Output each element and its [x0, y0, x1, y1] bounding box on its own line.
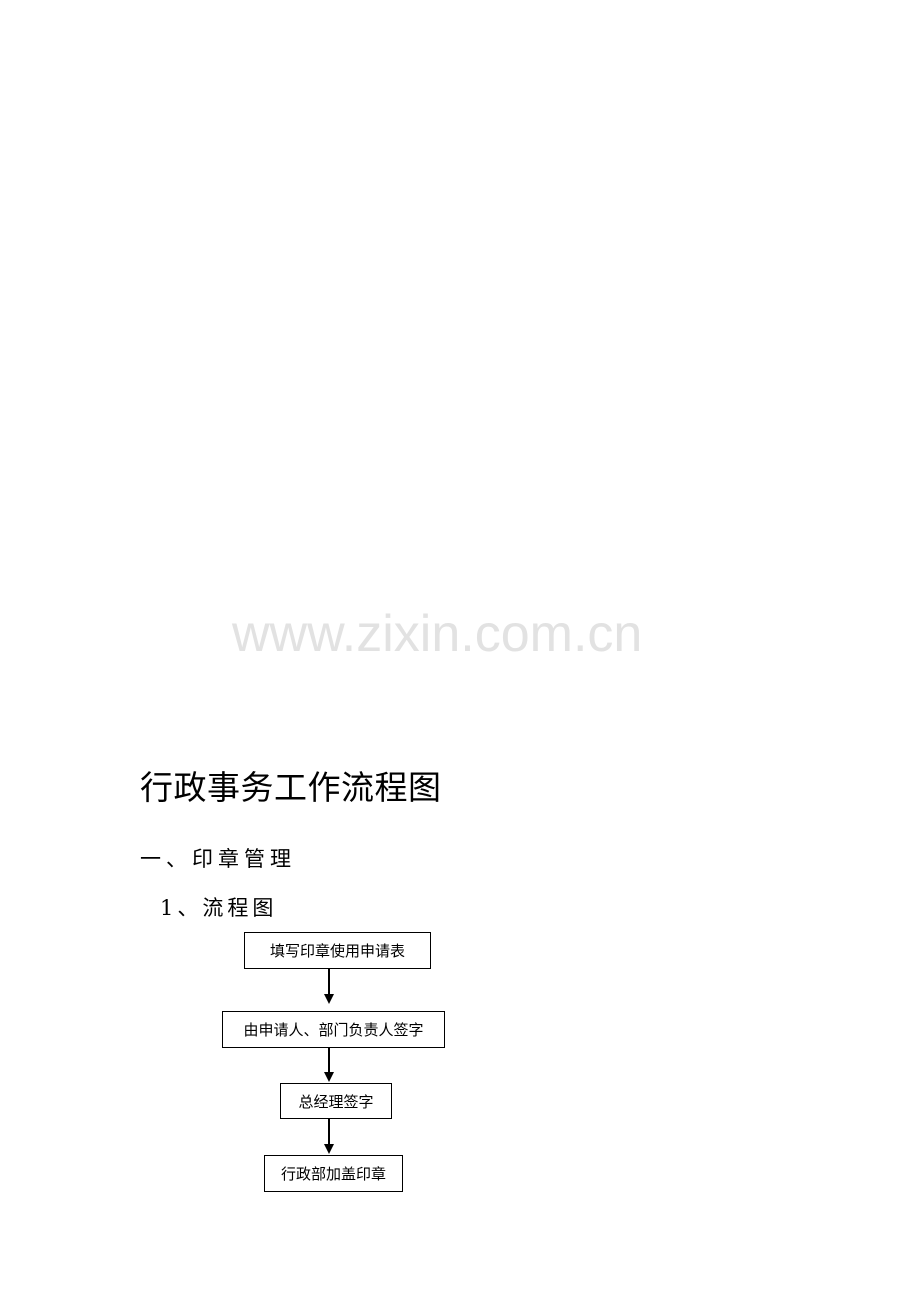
flow-step-4: 行政部加盖印章: [264, 1155, 403, 1192]
document-title: 行政事务工作流程图: [140, 768, 442, 807]
watermark-text: www.zixin.com.cn: [232, 605, 643, 663]
subsection-heading: 1、流程图: [160, 896, 278, 920]
section-heading: 一、印章管理: [140, 847, 296, 871]
flow-step-1: 填写印章使用申请表: [244, 932, 431, 969]
flow-step-2: 由申请人、部门负责人签字: [222, 1011, 445, 1048]
flow-step-3: 总经理签字: [280, 1083, 392, 1119]
